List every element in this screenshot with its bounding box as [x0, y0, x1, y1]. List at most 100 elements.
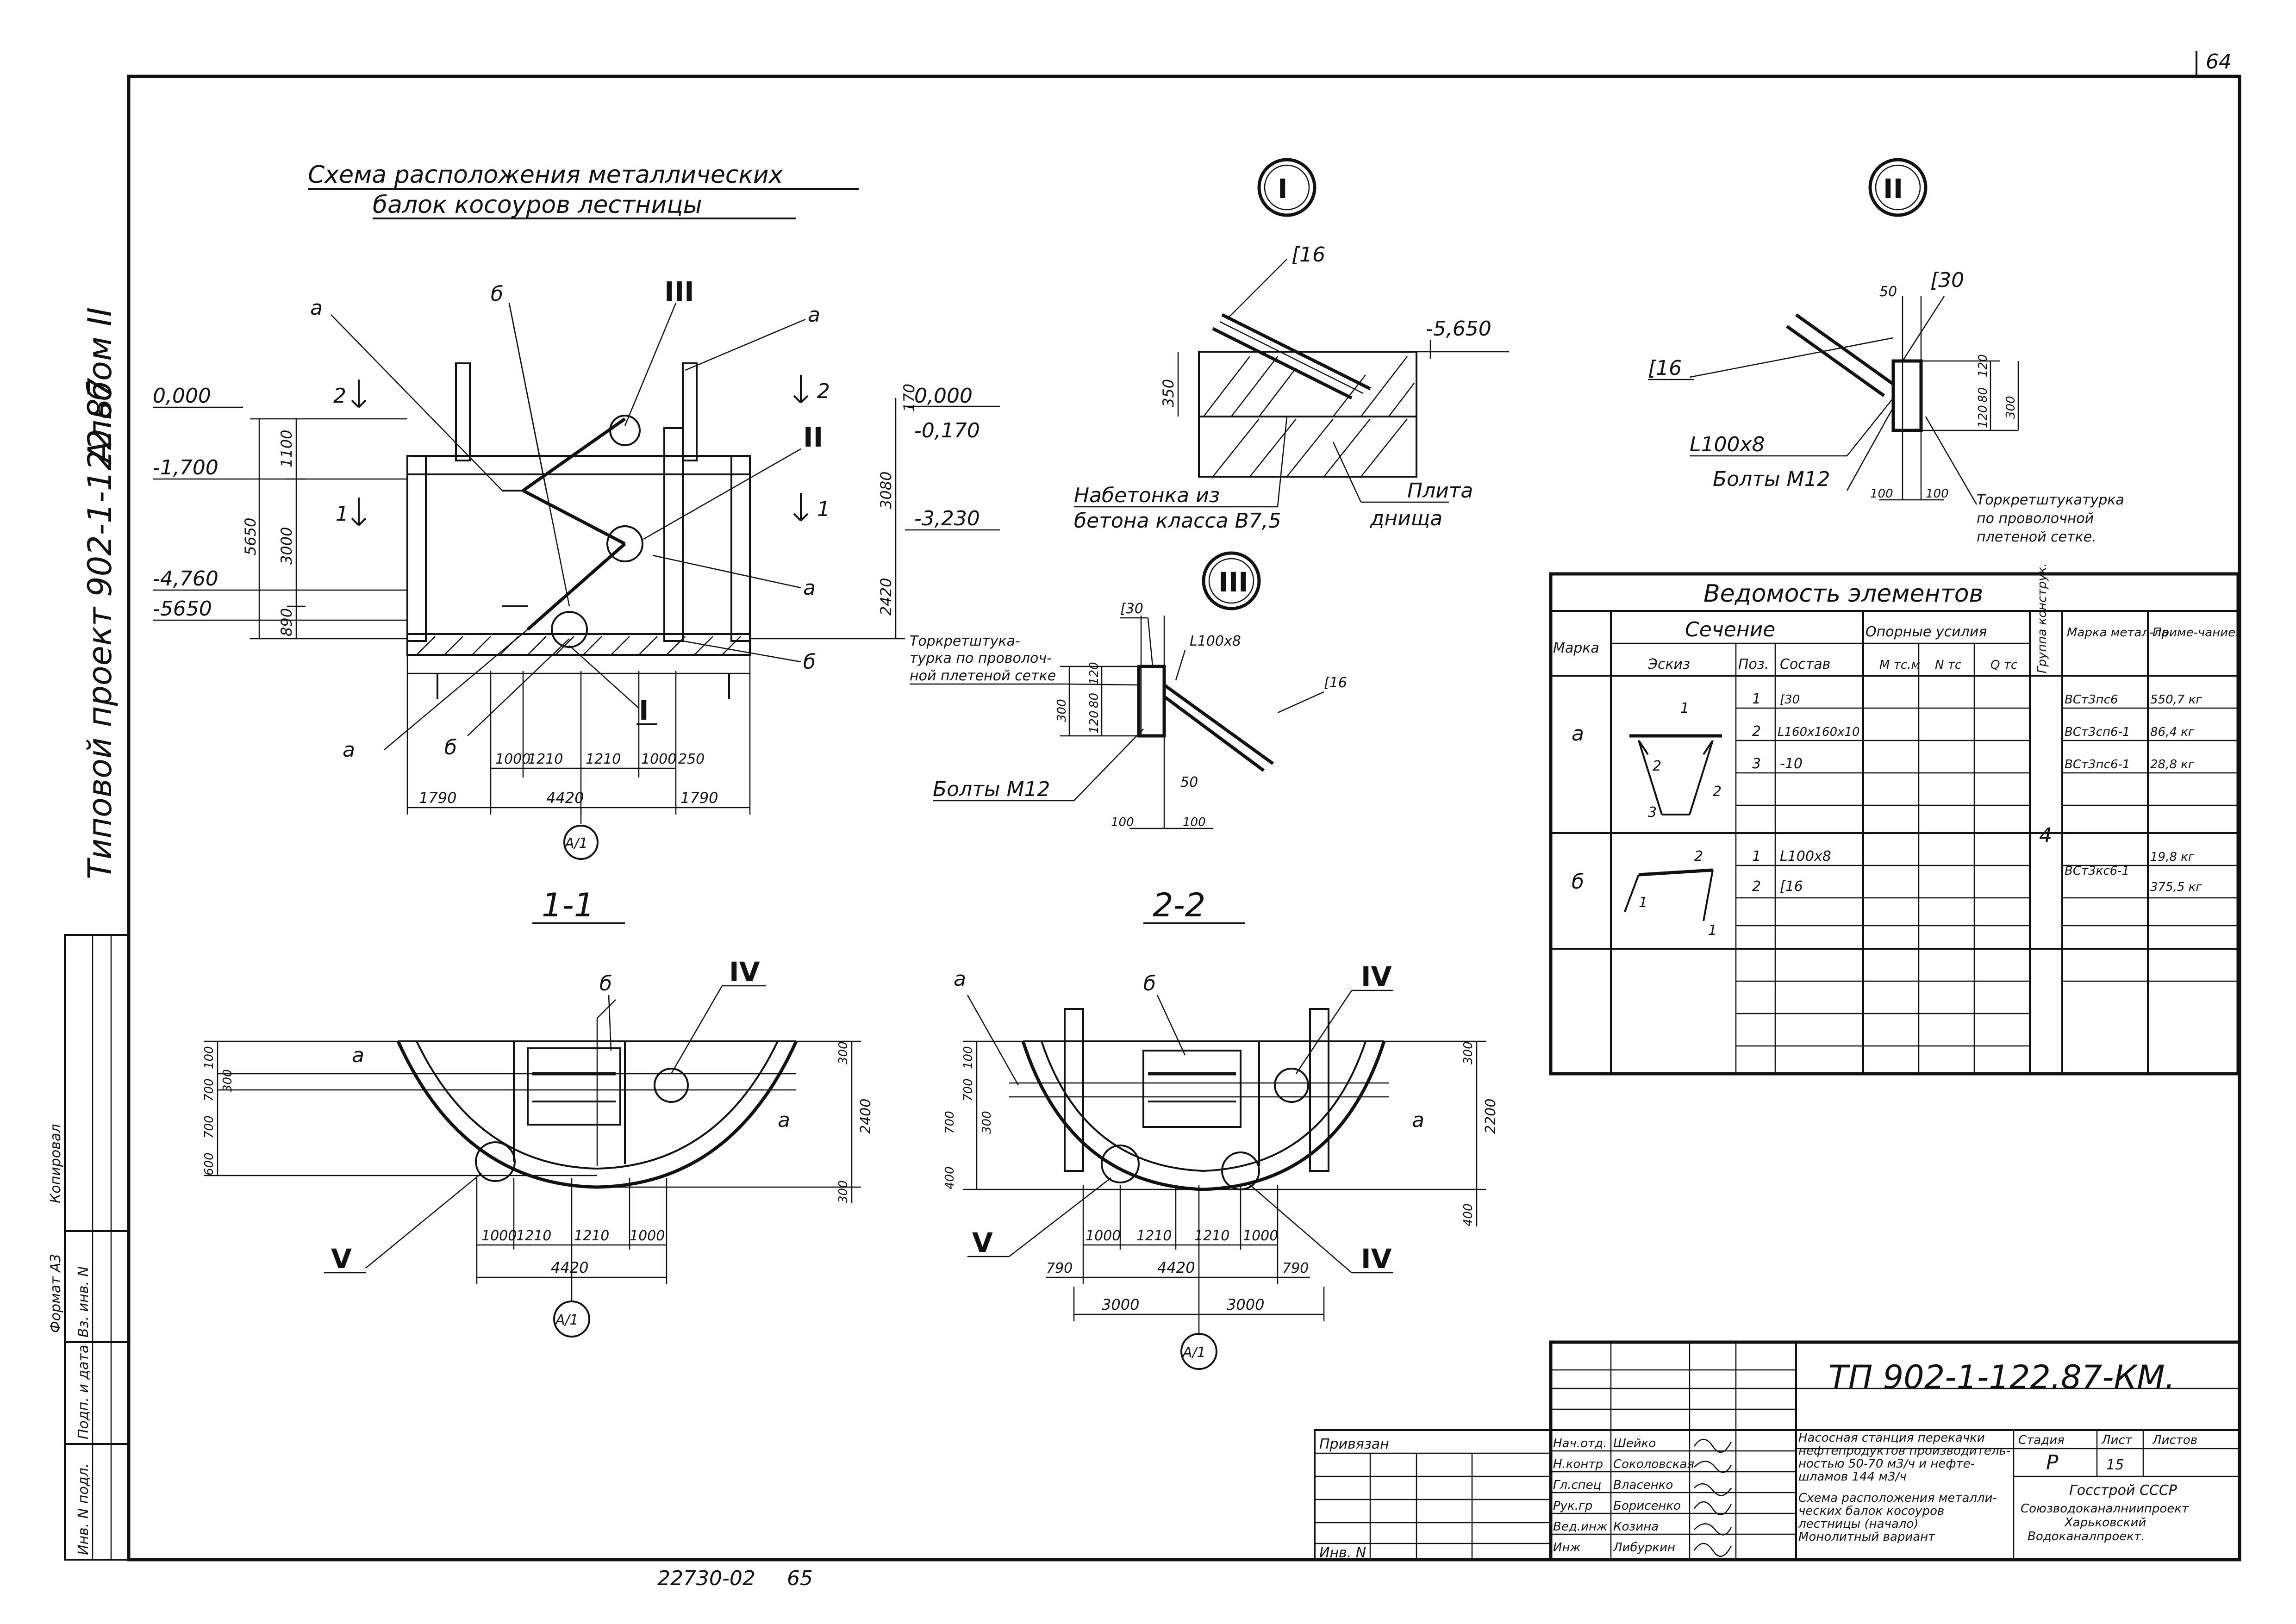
- table-row3-mark: б: [1572, 870, 1584, 894]
- dim-b-1210a: 1210: [528, 751, 563, 767]
- section22-label-a-left: а: [954, 967, 966, 991]
- stamp-desc-5: Схема расположения металли-: [1798, 1491, 1997, 1505]
- section22-label-b: б: [1143, 972, 1156, 996]
- detail2-angle: L100x8: [1690, 433, 1765, 456]
- section22-dim-r300: 300: [1461, 1041, 1475, 1064]
- stamp-role-2: Гл.спец: [1553, 1478, 1601, 1492]
- section22-axis: А/1: [1182, 1344, 1206, 1361]
- scheme-label-a-3: а: [803, 576, 816, 600]
- stamp-desc-7: лестницы (начало): [1798, 1517, 1918, 1531]
- stamp-org-1: Госстрой СССР: [2069, 1482, 2177, 1499]
- section11-roman5: V: [331, 1243, 352, 1275]
- scheme-title-1: Схема расположения металлических: [308, 161, 784, 189]
- detail-1: I [16 -5,650 350 Набетонка из бетона кла…: [1074, 158, 1509, 533]
- scheme-label-roman2: II: [803, 422, 823, 453]
- stamp-stage-h: Стадия: [2018, 1433, 2065, 1447]
- section11-dim-700a: 700: [202, 1078, 216, 1101]
- dim-b-250: 250: [678, 751, 705, 767]
- stamp-desc-8: Монолитный вариант: [1798, 1530, 1935, 1544]
- scheme-label-b-1: б: [491, 282, 503, 306]
- detail3-roman: III: [1218, 566, 1248, 598]
- table-h-pos: Поз.: [1738, 656, 1769, 672]
- level-0-right: 0,000: [914, 384, 973, 408]
- detail2-roman: II: [1883, 173, 1903, 205]
- table-row4-pos: 2: [1752, 878, 1761, 895]
- table-row3-steel: ВСт3кс6-1: [2065, 864, 2129, 878]
- stamp-signatures: [1693, 1438, 1732, 1557]
- table-h-forces: Опорные усилия: [1866, 624, 1987, 640]
- table-h-note: Приме-чание.: [2152, 626, 2239, 640]
- scheme-label-roman1: I: [639, 695, 649, 726]
- detail2-dim-100b: 100: [1926, 487, 1949, 501]
- stamp-role-1: Н.контр: [1553, 1457, 1603, 1471]
- stamp-stage: Р: [2046, 1451, 2059, 1475]
- dim-b-1790a: 1790: [419, 789, 456, 807]
- detail2-dim-50: 50: [1879, 284, 1897, 300]
- dim-3080: 3080: [877, 472, 895, 509]
- margin-box-vz: Вз. инв. N: [75, 1266, 92, 1338]
- dim-3000: 3000: [278, 527, 295, 565]
- detail2-note-3: плетеной сетке.: [1977, 529, 2096, 545]
- sketch-a-l1: 1: [1680, 700, 1689, 716]
- dim-1100: 1100: [278, 430, 295, 467]
- stamp-name-3: Борисенко: [1613, 1499, 1681, 1513]
- dim-170: 170: [900, 384, 918, 412]
- page-number: 64: [2206, 50, 2232, 74]
- table-row3-comp: L100x8: [1780, 848, 1831, 865]
- table-row0-pos: 1: [1752, 691, 1761, 707]
- table-title: Ведомость элементов: [1703, 580, 1983, 608]
- detail1-dim-350: 350: [1160, 379, 1177, 407]
- sketch-a-l2: 2: [1653, 758, 1661, 774]
- detail3-dim-100a: 100: [1111, 815, 1134, 829]
- detail3-channel-right: [16: [1324, 675, 1347, 691]
- bottom-page: 65: [787, 1567, 813, 1590]
- section22-roman4-bottom: IV: [1361, 1243, 1392, 1275]
- detail1-note1-2: бетона класса В7,5: [1074, 509, 1281, 533]
- dim-b-1210b: 1210: [586, 751, 621, 767]
- table-row4-comp: [16: [1780, 878, 1803, 895]
- table-h-section: Сечение: [1685, 618, 1775, 641]
- detail-3: III [30 L100x8 [16 Торкретштука- турка п…: [910, 551, 1347, 829]
- table-row2-comp: -10: [1780, 756, 1803, 772]
- detail3-note-2: турка по проволоч-: [910, 650, 1052, 666]
- detail2-channel-top: [30: [1930, 268, 1964, 292]
- section22-dim-3000b: 3000: [1227, 1296, 1264, 1313]
- table-h-comp: Состав: [1780, 656, 1830, 672]
- dim-b-1000b: 1000: [641, 751, 676, 767]
- stamp-role-5: Инж: [1553, 1541, 1581, 1555]
- detail1-channel: [16: [1292, 243, 1325, 267]
- table-row4-note: 375,5 кг: [2150, 880, 2202, 894]
- sketch-b-l1a: 1: [1639, 895, 1647, 911]
- detail1-level: -5,650: [1426, 317, 1491, 341]
- detail3-note-3: ной плетеной сетке: [910, 668, 1056, 684]
- detail1-note2-2: днища: [1370, 507, 1442, 530]
- detail3-dim-80: 80: [1087, 693, 1101, 708]
- sketch-a-l4: 2: [1713, 784, 1722, 800]
- detail3-channel-top: [30: [1120, 601, 1143, 617]
- stamp-desc-4: шламов 144 м3/ч: [1798, 1470, 1907, 1484]
- detail3-angle: L100x8: [1190, 633, 1241, 649]
- scheme-label-b-3: б: [444, 736, 457, 759]
- table-h-sketch: Эскиз: [1647, 656, 1690, 672]
- table-h-mark: Марка: [1553, 640, 1599, 656]
- table-h-steel: Марка метал-ла: [2067, 626, 2169, 640]
- section-mark-2-right: 2: [817, 380, 830, 403]
- scheme-label-a-2: а: [808, 303, 820, 327]
- detail3-bolts: Болты М12: [933, 778, 1050, 801]
- sketch-a: 1 2 3 2: [1629, 700, 1722, 821]
- table-row2-steel: ВСт3пс6-1: [2065, 758, 2130, 772]
- table-row0-steel: ВСт3пс6: [2065, 693, 2118, 707]
- section11-label-b: б: [599, 972, 612, 996]
- axis-a1-scheme: А/1: [564, 835, 588, 852]
- scheme-label-b-2: б: [803, 650, 816, 674]
- dim-b-4420: 4420: [546, 789, 584, 807]
- section22-dim-b1210b: 1210: [1194, 1228, 1229, 1244]
- section22-roman4-top: IV: [1361, 961, 1392, 992]
- stamp-name-2: Власенко: [1613, 1478, 1673, 1492]
- detail3-dim-100b: 100: [1183, 815, 1206, 829]
- detail3-dim-50: 50: [1180, 774, 1198, 790]
- section-mark-1-left: 1: [336, 502, 349, 526]
- level-3230: -3,230: [914, 507, 980, 530]
- stamp-sheet-h: Лист: [2101, 1433, 2133, 1447]
- section22-dim-700a: 700: [961, 1078, 975, 1101]
